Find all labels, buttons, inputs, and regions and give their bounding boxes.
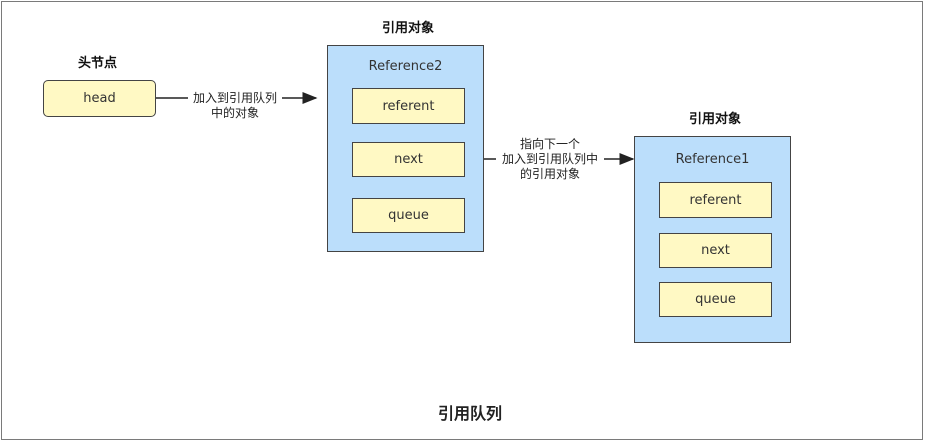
edge-head-label-line2: 中的对象	[210, 106, 259, 120]
edge-reference2-label-line2: 加入到引用队列中	[501, 152, 598, 166]
edge-reference2-label: 指向下一个 加入到引用队列中 的引用对象	[496, 137, 604, 182]
reference2-next-field[interactable]: next	[352, 142, 465, 177]
reference1-title: Reference1	[675, 152, 750, 167]
reference2-next-text: next	[394, 152, 423, 167]
reference1-referent-field[interactable]: referent	[659, 182, 772, 218]
reference1-next-text: next	[701, 243, 730, 258]
reference2-queue-text: queue	[388, 208, 429, 223]
reference1-next-field[interactable]: next	[659, 233, 772, 268]
reference2-referent-text: referent	[382, 98, 435, 114]
edge-head-label: 加入到引用队列 中的对象	[188, 91, 282, 121]
reference1-referent-text: referent	[689, 192, 742, 208]
reference2-group-label: 引用对象	[381, 21, 434, 36]
reference2-referent-field[interactable]: referent	[352, 88, 465, 124]
head-node-label: 头节点	[77, 56, 117, 71]
reference2-queue-field[interactable]: queue	[352, 198, 465, 233]
reference1-queue-field[interactable]: queue	[659, 282, 772, 317]
reference1-group-label: 引用对象	[688, 112, 741, 127]
edge-reference2-label-line1: 指向下一个	[519, 137, 580, 151]
reference2-title: Reference2	[368, 59, 443, 74]
edge-head-label-line1: 加入到引用队列	[192, 91, 277, 105]
edge-reference2-label-line3: 的引用对象	[519, 167, 580, 181]
reference1-queue-text: queue	[695, 292, 736, 307]
diagram-title: 引用队列	[437, 404, 502, 423]
head-node-text: head	[83, 91, 116, 106]
head-node[interactable]: head	[43, 80, 156, 117]
